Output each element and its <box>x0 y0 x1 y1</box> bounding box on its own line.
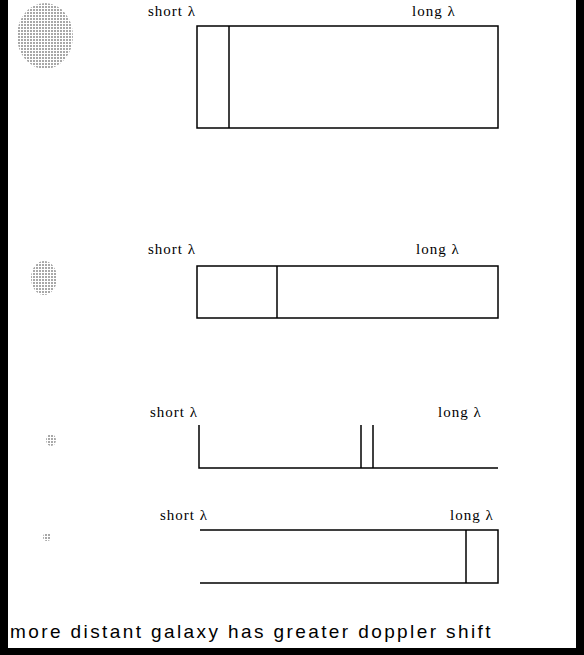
galaxy <box>43 533 51 541</box>
wavelength-label: short λ <box>148 240 196 258</box>
spectrum-box <box>197 266 498 318</box>
spectral-line <box>276 266 278 318</box>
wavelength-label: short λ <box>160 506 208 524</box>
wavelength-label: long λ <box>416 240 460 258</box>
white-panel <box>8 0 576 648</box>
spectrum-box <box>200 530 498 583</box>
caption: more distant galaxy has greater doppler … <box>10 621 493 643</box>
spectral-line <box>360 425 362 468</box>
wavelength-label: long λ <box>412 2 456 20</box>
wavelength-label: short λ <box>150 403 198 421</box>
wavelength-label: long λ <box>438 403 482 421</box>
spectral-line <box>228 26 230 128</box>
spectral-line <box>465 530 467 583</box>
galaxy <box>31 261 57 295</box>
wavelength-label: long λ <box>450 506 494 524</box>
spectrum-box <box>199 425 498 468</box>
galaxy <box>46 434 56 446</box>
wavelength-label: short λ <box>148 2 196 20</box>
spectrum-box <box>197 26 498 128</box>
spectral-line <box>372 425 374 468</box>
galaxy <box>17 3 73 69</box>
